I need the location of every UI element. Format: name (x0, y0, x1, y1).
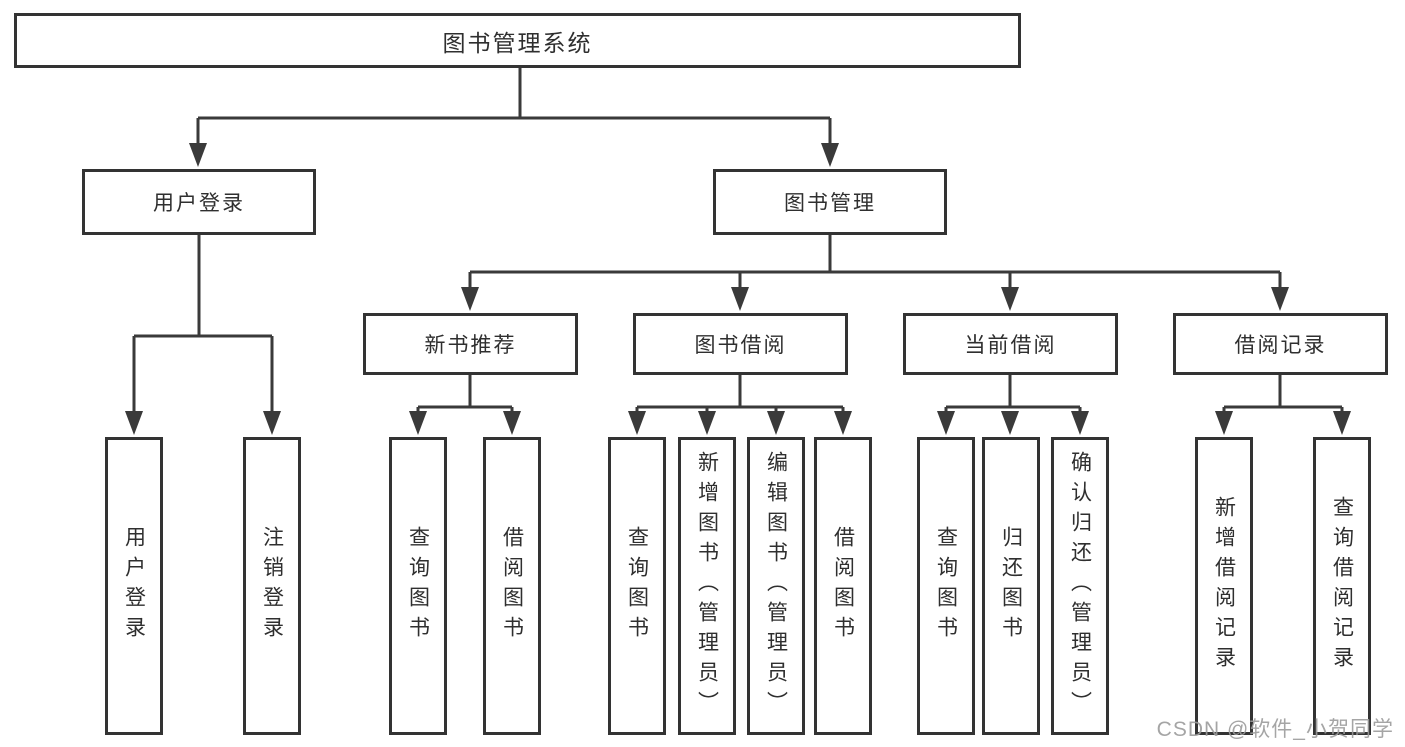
leaf-query-borrow-record: 查询借阅记录 (1313, 437, 1371, 735)
leaf-query-books-recommend: 查询图书 (389, 437, 447, 735)
leaf-label: 借阅图书 (500, 526, 524, 646)
connector-new-book-recommend-children (409, 375, 521, 435)
leaf-label: 新增借阅记录 (1212, 496, 1236, 676)
leaf-logout: 注销登录 (243, 437, 301, 735)
leaf-label: 注销登录 (260, 526, 284, 646)
leaf-return-books: 归还图书 (982, 437, 1040, 735)
node-root: 图书管理系统 (14, 13, 1021, 68)
leaf-label: 查询图书 (625, 526, 649, 646)
connector-book-management-children (461, 235, 1289, 311)
leaf-add-borrow-record: 新增借阅记录 (1195, 437, 1253, 735)
leaf-confirm-return-admin: 确认归还（管理员） (1051, 437, 1109, 735)
leaf-query-books-current: 查询图书 (917, 437, 975, 735)
leaf-borrow-books-recommend: 借阅图书 (483, 437, 541, 735)
node-user-login: 用户登录 (82, 169, 316, 235)
leaf-query-books-borrow: 查询图书 (608, 437, 666, 735)
leaf-label: 查询图书 (934, 526, 958, 646)
leaf-label: 确认归还（管理员） (1068, 451, 1092, 721)
leaf-edit-books-admin: 编辑图书（管理员） (747, 437, 805, 735)
leaf-label: 归还图书 (999, 526, 1023, 646)
leaf-label: 编辑图书（管理员） (764, 451, 788, 721)
node-new-book-recommend: 新书推荐 (363, 313, 578, 375)
leaf-label: 借阅图书 (831, 526, 855, 646)
connector-book-borrow-children (628, 375, 852, 435)
leaf-user-login: 用户登录 (105, 437, 163, 735)
connector-root-to-level2 (189, 68, 839, 167)
leaf-label: 用户登录 (122, 526, 146, 646)
leaf-borrow-books: 借阅图书 (814, 437, 872, 735)
leaf-add-books-admin: 新增图书（管理员） (678, 437, 736, 735)
csdn-watermark: CSDN @软件_小贺同学 (1156, 718, 1394, 741)
node-borrow-records: 借阅记录 (1173, 313, 1388, 375)
connector-current-borrow-children (937, 375, 1089, 435)
leaf-label: 新增图书（管理员） (695, 451, 719, 721)
node-book-management: 图书管理 (713, 169, 947, 235)
node-book-borrow: 图书借阅 (633, 313, 848, 375)
connector-borrow-records-children (1215, 375, 1351, 435)
node-current-borrow: 当前借阅 (903, 313, 1118, 375)
leaf-label: 查询借阅记录 (1330, 496, 1354, 676)
leaf-label: 查询图书 (406, 526, 430, 646)
connector-user-login-children (125, 235, 281, 435)
